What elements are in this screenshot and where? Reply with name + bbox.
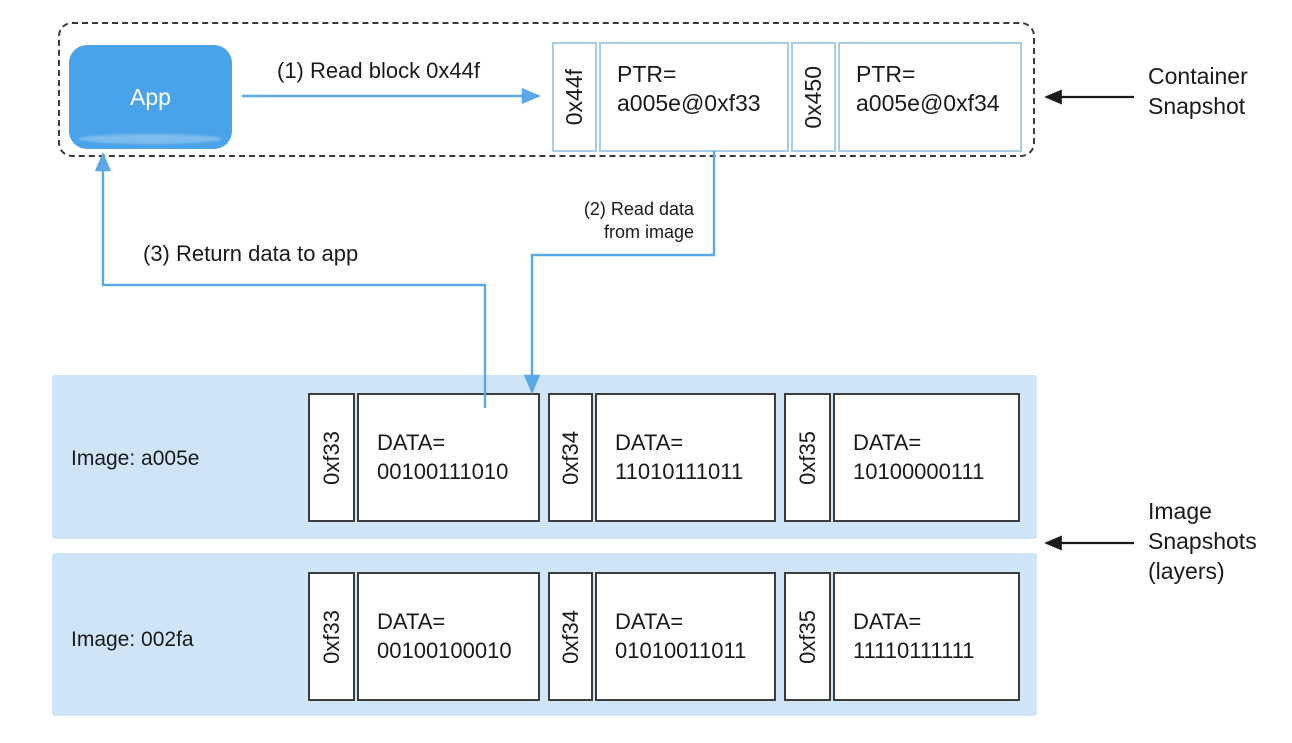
arrow-step-3 bbox=[94, 152, 487, 408]
step-2-label: (2) Read data from image bbox=[583, 199, 694, 242]
image-block-addr-text: 0xf33 bbox=[318, 609, 344, 664]
image-block-data-line1: DATA= bbox=[853, 429, 922, 455]
image-block-addr-002fa-2: 0xf35 bbox=[784, 572, 831, 701]
image-block-addr-text: 0xf33 bbox=[318, 430, 344, 485]
image-block-addr-a005e-0: 0xf33 bbox=[308, 393, 355, 522]
image-block-data-line2: 11110111111 bbox=[853, 637, 975, 663]
image-block-data-a005e-1: DATA= 11010111011 bbox=[595, 393, 776, 522]
image-block-data-line2: 00100111010 bbox=[377, 458, 509, 484]
image-block-data-line1: DATA= bbox=[853, 608, 922, 634]
container-block-ptr-line1: PTR= bbox=[856, 61, 916, 87]
image-block-addr-a005e-2: 0xf35 bbox=[784, 393, 831, 522]
image-block-addr-002fa-1: 0xf34 bbox=[548, 572, 593, 701]
image-block-addr-a005e-1: 0xf34 bbox=[548, 393, 593, 522]
image-block-data-a005e-2: DATA= 10100000111 bbox=[833, 393, 1020, 522]
image-block-data-line1: DATA= bbox=[377, 608, 446, 634]
image-block-addr-text: 0xf34 bbox=[557, 430, 583, 485]
image-block-data-002fa-2: DATA= 11110111111 bbox=[833, 572, 1020, 701]
container-block-addr-0: 0x44f bbox=[552, 42, 597, 152]
image-block-data-line2: 00100100010 bbox=[377, 637, 512, 663]
container-block-ptr-line1: PTR= bbox=[617, 61, 677, 87]
image-block-data-line1: DATA= bbox=[377, 429, 446, 455]
app-box: App bbox=[69, 45, 232, 149]
image-block-data-line2: 11010111011 bbox=[615, 458, 744, 484]
container-block-addr-text: 0x450 bbox=[800, 65, 826, 129]
step-1-label: (1) Read block 0x44f bbox=[277, 58, 480, 83]
container-block-ptr-1: PTR= a005e@0xf34 bbox=[838, 42, 1022, 152]
layer-label-002fa: Image: 002fa bbox=[71, 628, 194, 651]
image-block-data-line1: DATA= bbox=[615, 608, 684, 634]
image-block-data-line2: 10100000111 bbox=[853, 458, 985, 484]
layer-label-a005e: Image: a005e bbox=[71, 447, 200, 470]
image-block-addr-text: 0xf34 bbox=[557, 609, 583, 664]
container-block-ptr-line2: a005e@0xf33 bbox=[617, 90, 761, 117]
arrow-step-2 bbox=[523, 151, 716, 394]
image-block-data-002fa-1: DATA= 01010011011 bbox=[595, 572, 776, 701]
container-block-addr-1: 0x450 bbox=[791, 42, 836, 152]
step-3-label: (3) Return data to app bbox=[143, 241, 359, 266]
image-block-data-002fa-0: DATA= 00100100010 bbox=[357, 572, 540, 701]
image-block-data-a005e-0: DATA= 00100111010 bbox=[357, 393, 540, 522]
image-block-addr-002fa-0: 0xf33 bbox=[308, 572, 355, 701]
container-block-ptr-0: PTR= a005e@0xf33 bbox=[599, 42, 789, 152]
image-block-addr-text: 0xf35 bbox=[794, 430, 820, 485]
image-block-addr-text: 0xf35 bbox=[794, 609, 820, 664]
container-block-addr-text: 0x44f bbox=[561, 68, 587, 126]
image-snapshots-annotation: Image Snapshots (layers) bbox=[1148, 498, 1257, 584]
image-block-data-line1: DATA= bbox=[615, 429, 684, 455]
app-label: App bbox=[130, 83, 171, 110]
image-block-data-line2: 01010011011 bbox=[615, 637, 747, 663]
container-snapshot-annotation: Container Snapshot bbox=[1148, 63, 1248, 119]
container-block-ptr-line2: a005e@0xf34 bbox=[856, 90, 1000, 117]
